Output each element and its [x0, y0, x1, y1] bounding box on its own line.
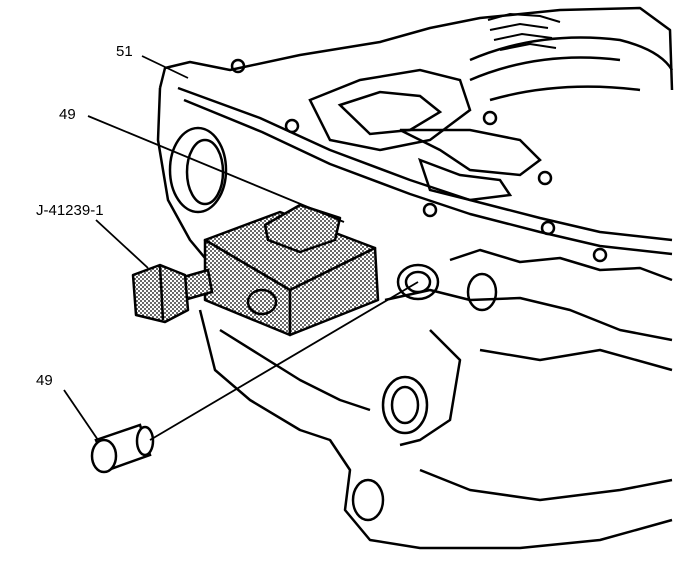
callout-49-upper: 49: [59, 106, 76, 123]
top-right-detail: [487, 12, 561, 51]
plug-49: [90, 423, 155, 474]
callout-49-lower: 49: [36, 372, 53, 389]
callout-51: 51: [116, 43, 133, 60]
tool-j41239-1: [131, 203, 380, 337]
plug-bore: [351, 263, 498, 522]
upper-bore-details: [168, 36, 674, 263]
callout-tool: J-41239-1: [36, 202, 104, 219]
block-casting: [156, 6, 674, 550]
leader-lines: [63, 55, 419, 441]
